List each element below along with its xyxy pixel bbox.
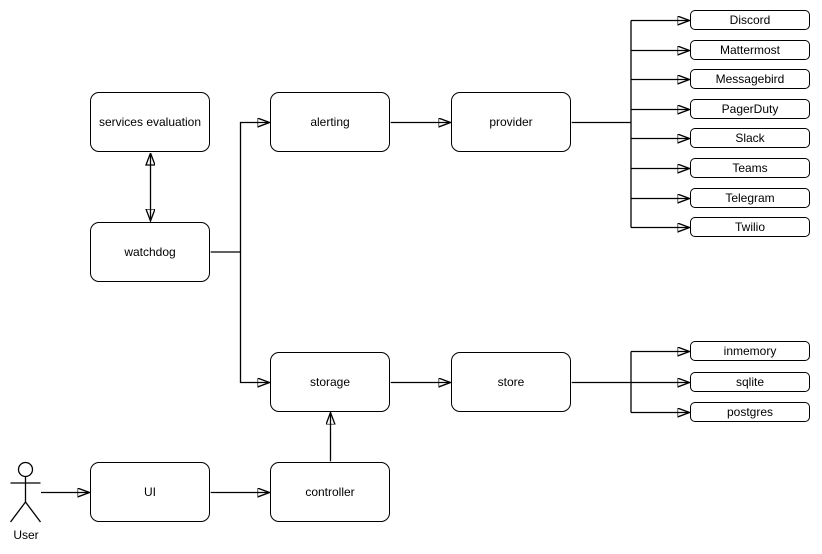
edge-watchdog-alerting xyxy=(210,123,269,253)
node-store: store xyxy=(451,352,571,412)
node-controller: controller xyxy=(270,462,390,522)
node-postgres: postgres xyxy=(690,402,810,422)
edge-watchdog-storage xyxy=(239,252,269,383)
node-slack: Slack xyxy=(690,128,810,148)
node-provider: provider xyxy=(451,92,571,152)
node-watchdog: watchdog xyxy=(90,222,210,282)
node-telegram: Telegram xyxy=(690,188,810,208)
user-actor-icon xyxy=(9,461,42,523)
node-ui: UI xyxy=(90,462,210,522)
node-twilio: Twilio xyxy=(690,217,810,237)
node-discord: Discord xyxy=(690,10,810,30)
node-teams: Teams xyxy=(690,158,810,178)
user-actor-label: User xyxy=(13,528,39,542)
node-mattermost: Mattermost xyxy=(690,40,810,60)
node-messagebird: Messagebird xyxy=(690,69,810,89)
node-pagerduty: PagerDuty xyxy=(690,99,810,119)
node-services-evaluation: services evaluation xyxy=(90,92,210,152)
node-inmemory: inmemory xyxy=(690,341,810,361)
node-sqlite: sqlite xyxy=(690,372,810,392)
node-alerting: alerting xyxy=(270,92,390,152)
node-storage: storage xyxy=(270,352,390,412)
